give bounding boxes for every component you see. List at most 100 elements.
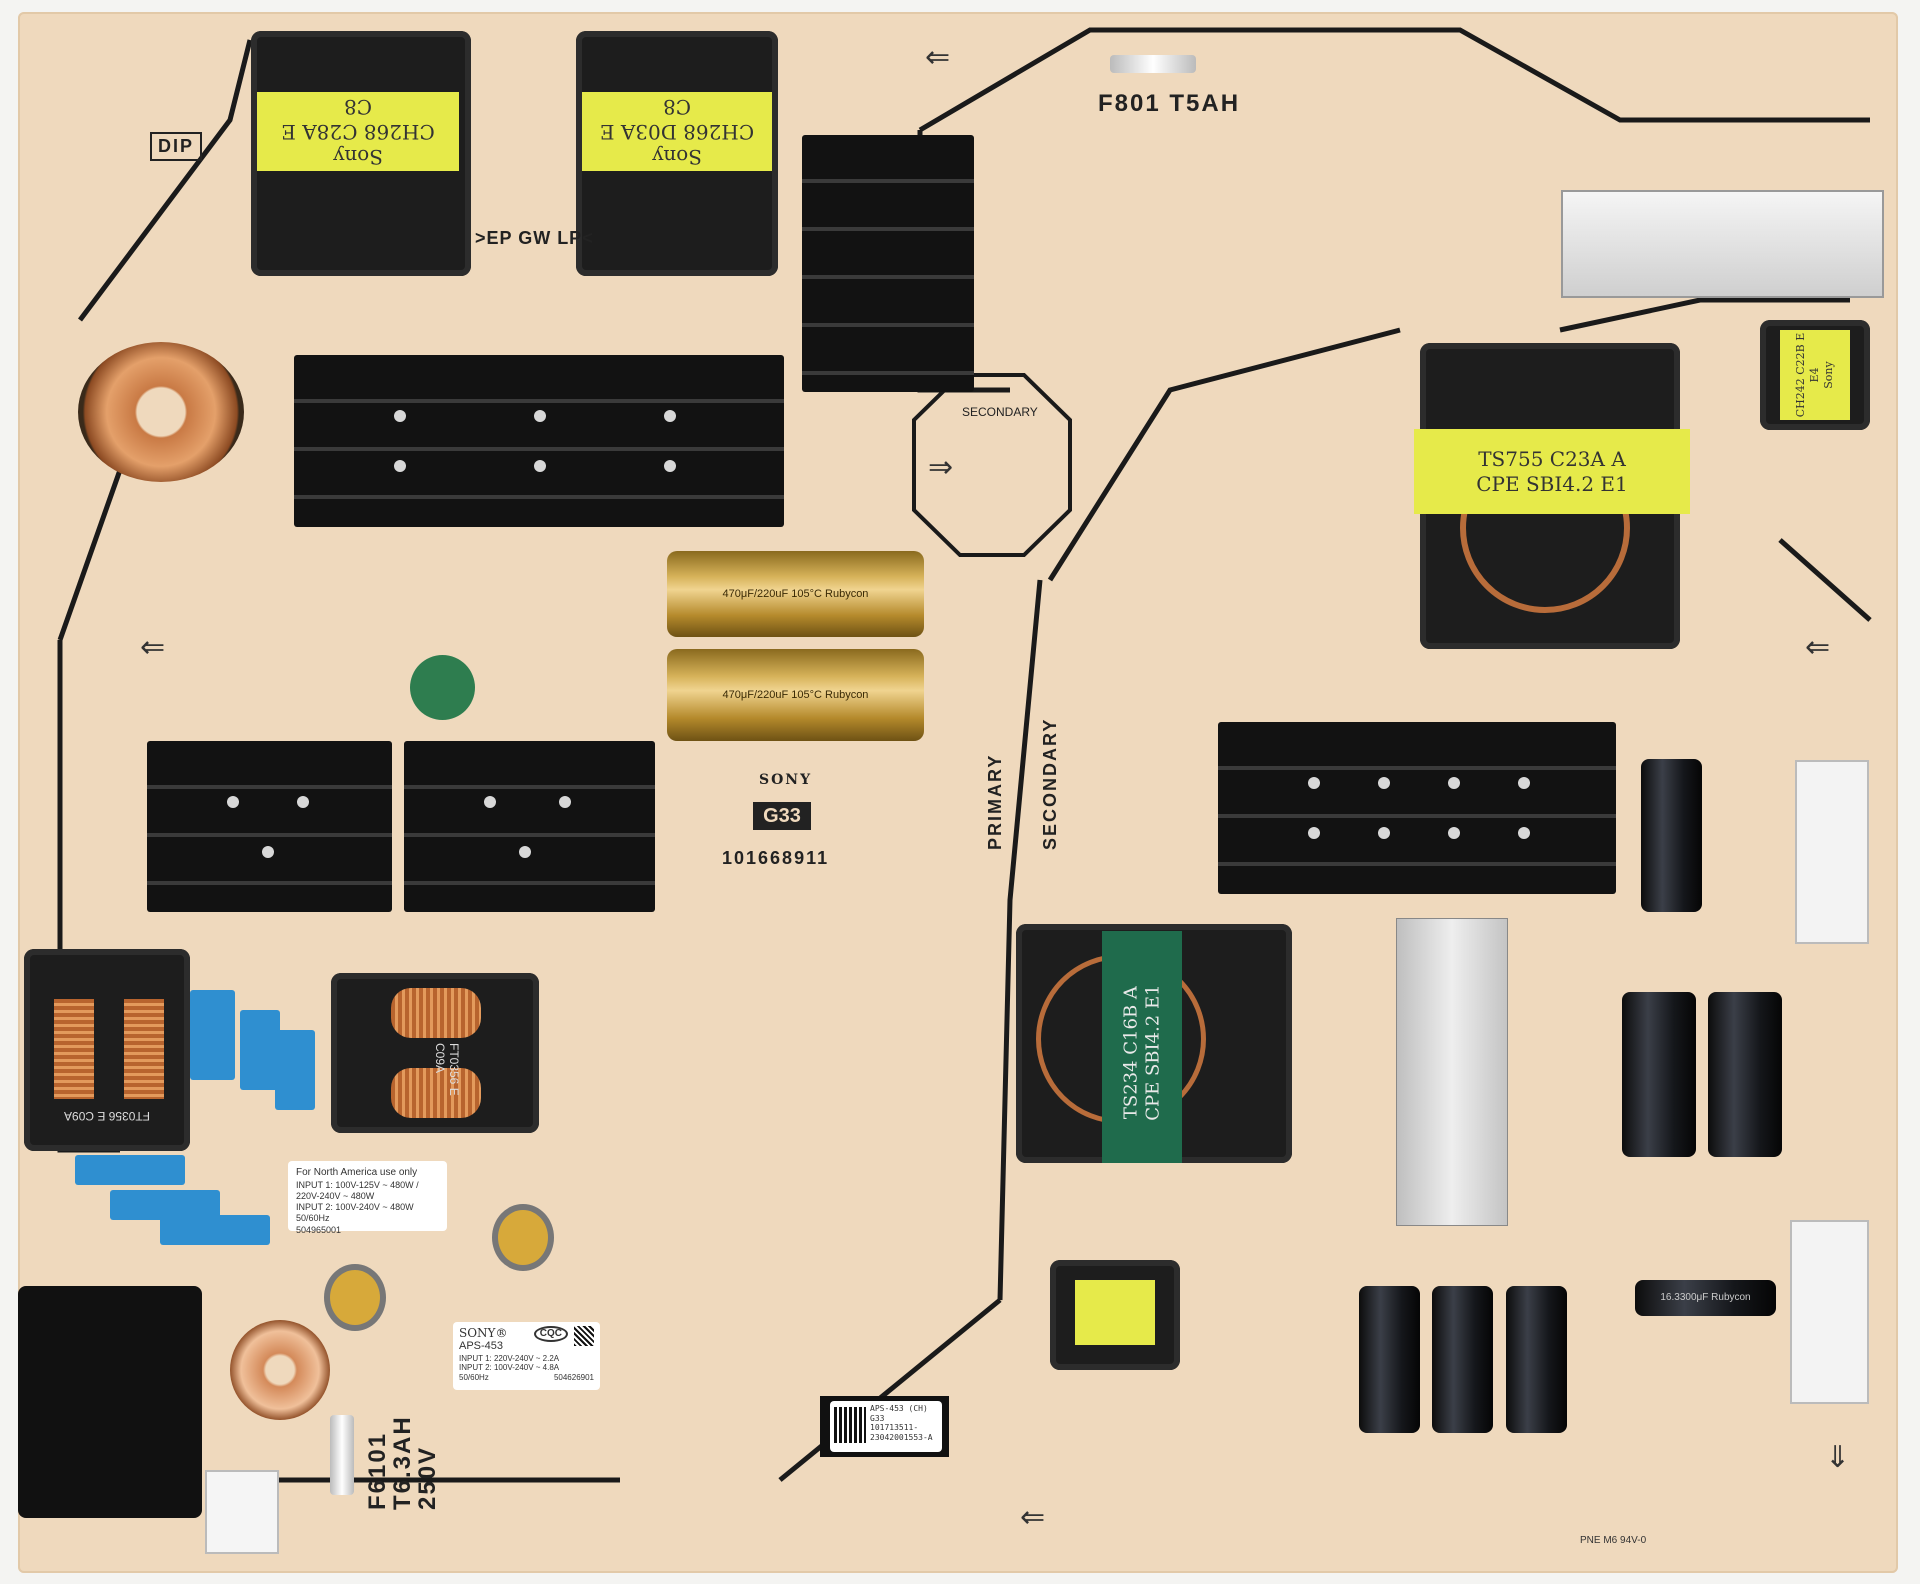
- label-line: CH242 C22B E: [1794, 332, 1808, 418]
- capacitor-text: 470μF/220uF 105°C Rubycon: [722, 588, 869, 600]
- label-line: TS234 C16B A: [1120, 986, 1142, 1120]
- transformer-label: Sony CH268 D03A E C8: [582, 92, 772, 171]
- sticker-line: INPUT 1: 220V-240V ~ 2.2A: [459, 1353, 560, 1363]
- transformer-l805: Sony CH268 C28A E C8: [251, 31, 471, 276]
- varistor-vr801: [330, 1270, 380, 1325]
- transformer-l806: Sony CH268 D03A E C8: [576, 31, 778, 276]
- x-capacitor: [190, 990, 235, 1080]
- label-line: E4: [1808, 367, 1822, 383]
- x-capacitor: [160, 1215, 270, 1245]
- heatsink-a001: [147, 741, 392, 912]
- fuse-f801: [1110, 55, 1196, 73]
- capacitor-gold: 470μF/220uF 105°C Rubycon: [667, 551, 924, 637]
- capacitor-horizontal: 16.3300μF Rubycon: [1635, 1280, 1776, 1316]
- sticker-freq: 50/60Hz: [459, 1372, 489, 1382]
- sticker-line: G33: [870, 1413, 885, 1423]
- arrow-left-icon: ⇐: [140, 631, 166, 664]
- capacitor-text: 470μF/220uF 105°C Rubycon: [722, 689, 869, 701]
- sticker-brand: SONY®: [459, 1326, 508, 1340]
- x-capacitor: [240, 1010, 280, 1090]
- capacitor-c1871: [1359, 1286, 1420, 1433]
- connector-cn6102[interactable]: [205, 1470, 279, 1554]
- label-line: TS755 C23A A: [1478, 446, 1626, 471]
- ul-mark: PNE M6 94V-0: [1580, 1535, 1647, 1546]
- sticker-code: 504626901: [553, 1372, 594, 1382]
- choke-label: FT0356 E C09A: [64, 1109, 151, 1123]
- part-number: 101668911: [722, 848, 830, 868]
- epgwlp-label: >EP GW LP<: [475, 228, 594, 248]
- transformer-label: CH242 C22B E E4 Sony: [1780, 330, 1850, 420]
- label-line: C8: [343, 95, 373, 119]
- choke-label: FT0356 E C09A: [433, 1043, 461, 1096]
- transformer-label: TS234 C16B A CPE SBI4.2 E1: [1102, 931, 1182, 1163]
- transformer-label: Sony CH268 C28A E C8: [257, 92, 459, 171]
- capacitor-gold: 470μF/220uF 105°C Rubycon: [667, 649, 924, 741]
- sticker-model: APS-453: [459, 1340, 504, 1353]
- transformer-small: CH242 C22B E E4 Sony: [1760, 320, 1870, 430]
- fuse-f6101-label: F6101 T6.3AH 250V: [364, 1415, 442, 1510]
- capacitor-c855: [1622, 992, 1696, 1157]
- sticker-code: 504965001: [296, 1224, 342, 1235]
- arrow-left-icon: ⇐: [1805, 631, 1831, 664]
- label-line: Sony: [333, 145, 383, 169]
- capacitor-c1874: [1432, 1286, 1493, 1433]
- sticker-line: 101713511-: [870, 1423, 919, 1433]
- fuse-f801-label: F801 T5AH: [1098, 90, 1241, 117]
- label-line: Sony: [1821, 361, 1835, 389]
- sticker-line: 50/60Hz: [296, 1213, 330, 1224]
- connector-cn6401[interactable]: [1790, 1220, 1869, 1404]
- board-code: G33: [753, 802, 811, 830]
- sticker-line: 23042001553-A: [870, 1432, 933, 1442]
- fuse-label-line: T6.3AH: [389, 1415, 417, 1510]
- aluminum-heatsink: [1396, 918, 1508, 1226]
- secondary-label: SECONDARY: [1040, 717, 1060, 850]
- x-capacitor: [75, 1155, 185, 1185]
- ac-inlet[interactable]: [18, 1286, 202, 1518]
- secondary-octagon: [912, 373, 1072, 557]
- sticker-line: APS-453 (CH): [870, 1404, 928, 1413]
- thermistor-th1801: [410, 655, 475, 720]
- sticker-line: INPUT 2: 100V-240V ~ 480W: [296, 1202, 414, 1212]
- fuse-label-line: 250V: [414, 1445, 442, 1510]
- fuse-f6101: [330, 1415, 354, 1495]
- x-capacitor: [275, 1030, 315, 1110]
- toroid-inductor: [78, 342, 244, 482]
- north-america-sticker: For North America use only INPUT 1: 100V…: [288, 1161, 447, 1235]
- serial-sticker-frame: APS-453 (CH) G33 101713511- 23042001553-…: [820, 1396, 949, 1457]
- transformer-label: TS755 C23A A CPE SBI4.2 E1: [1414, 429, 1690, 514]
- arrow-left-icon: ⇐: [925, 41, 951, 74]
- cqc-mark: CQC: [533, 1326, 568, 1342]
- qr-code: [574, 1326, 594, 1346]
- label-line: CH268 D03A E: [599, 120, 755, 144]
- input-filter-choke: FT0356 E C09A: [24, 949, 190, 1151]
- fuse-label-line: F6101: [364, 1431, 391, 1510]
- label-line: CPE SBI4.2 E1: [1476, 471, 1628, 496]
- sony-rating-sticker: SONY® APS-453 INPUT 1: 220V-240V ~ 2.2A …: [453, 1322, 600, 1390]
- arrow-left-icon: ⇐: [1020, 1501, 1046, 1534]
- transformer-standby: [1050, 1260, 1180, 1370]
- heatsink-primary: [294, 355, 784, 527]
- sticker-line: INPUT 1: 100V-125V ~ 480W /: [296, 1179, 419, 1190]
- capacitor-text: 16.3300μF Rubycon: [1660, 1292, 1751, 1303]
- toroid-small: [230, 1320, 330, 1420]
- sticker-line: 220V-240V ~ 480W: [296, 1190, 375, 1201]
- capacitor-c1869: [1506, 1286, 1567, 1433]
- varistor-vr802: [498, 1210, 548, 1265]
- metal-bracket: [1561, 190, 1884, 298]
- serial-sticker: APS-453 (CH) G33 101713511- 23042001553-…: [830, 1401, 942, 1452]
- sticker-title: For North America use only: [296, 1167, 418, 1178]
- label-line: C8: [662, 95, 692, 119]
- capacitor-c853: [1708, 992, 1782, 1157]
- sony-silkscreen: SONY: [759, 772, 813, 788]
- label-line: Sony: [652, 145, 702, 169]
- primary-label: PRIMARY: [985, 753, 1005, 850]
- capacitor-c851: [1641, 759, 1702, 912]
- heatsink-secondary: [1218, 722, 1616, 894]
- arrow-right-icon: ⇒: [928, 451, 954, 484]
- connector-cn6601[interactable]: [1795, 760, 1869, 944]
- arrow-down-icon: ⇓: [1825, 1441, 1851, 1474]
- datamatrix-code: [834, 1407, 866, 1443]
- filter-choke-l803: FT0356 E C09A: [331, 973, 539, 1133]
- label-line: CH268 C28A E: [281, 120, 435, 144]
- heatsink-a002: [404, 741, 655, 912]
